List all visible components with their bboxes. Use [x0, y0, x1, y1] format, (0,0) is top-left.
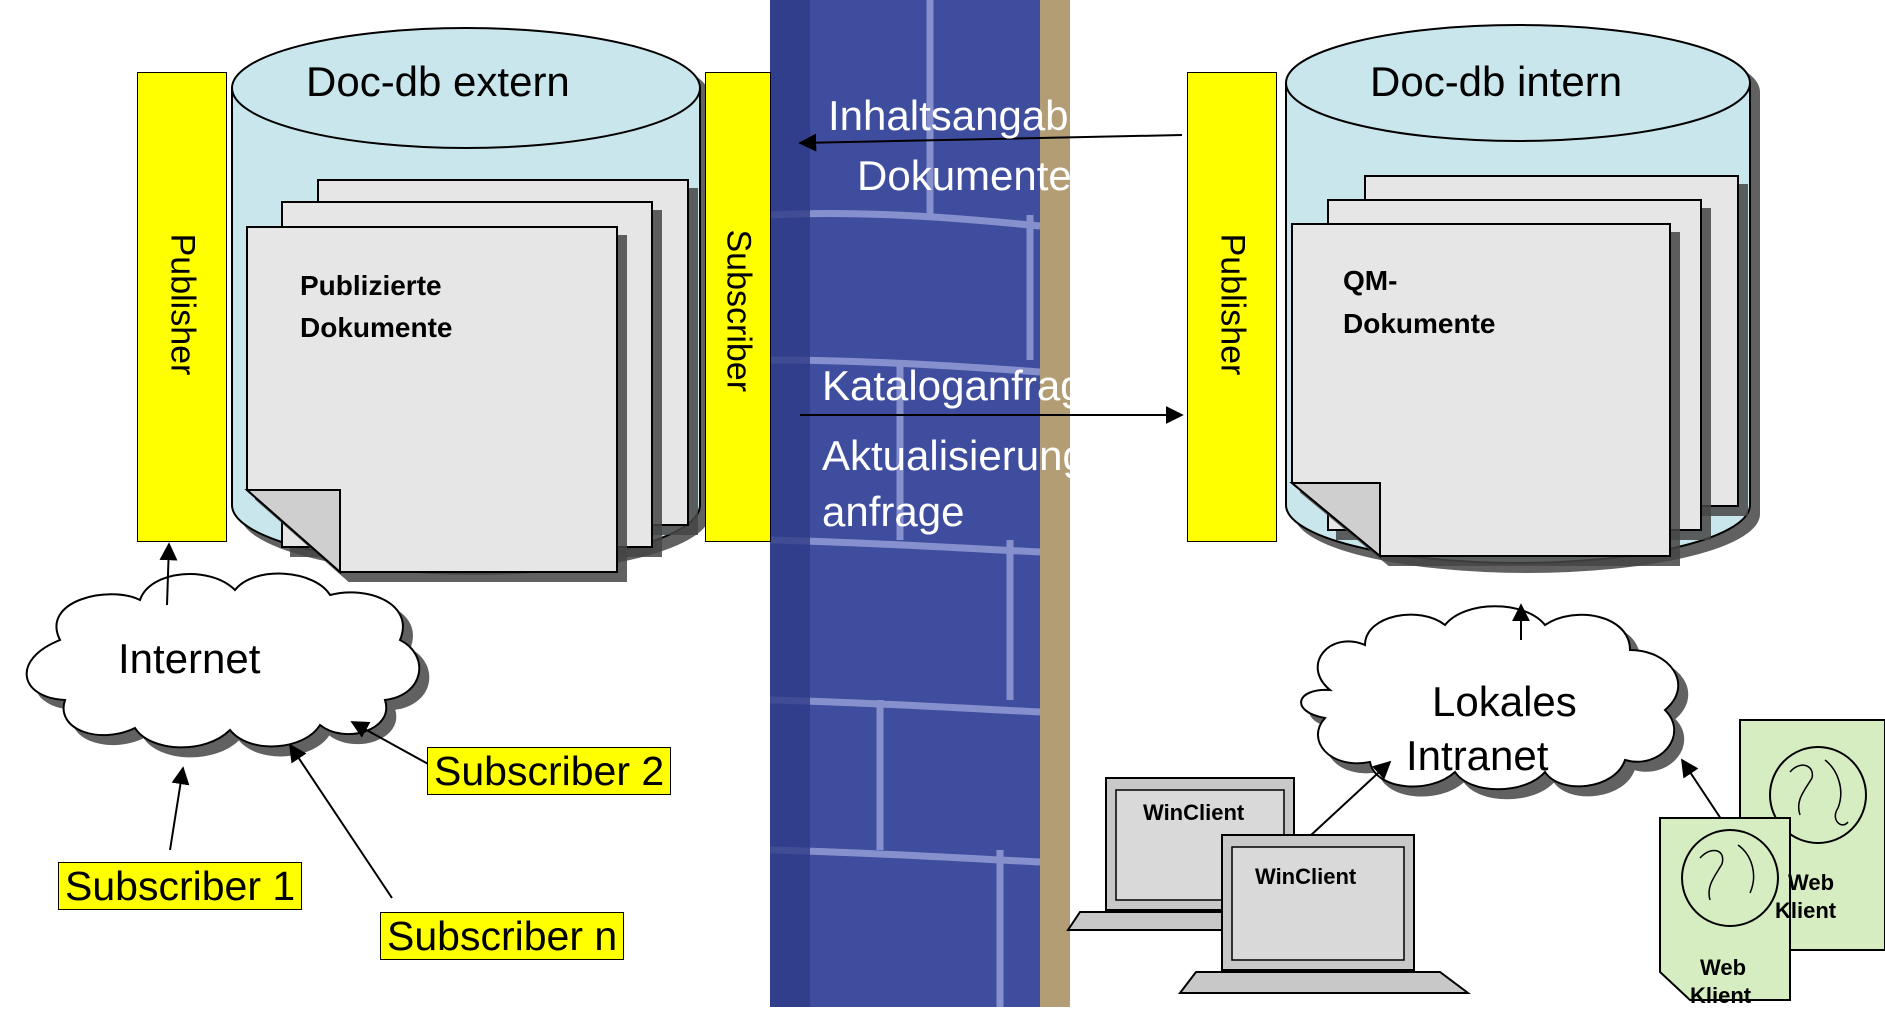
subscriber-bar-extern: [705, 72, 771, 542]
winclient-2-label: WinClient: [1255, 864, 1357, 889]
intranet-label-line2: Intranet: [1406, 732, 1549, 779]
internet-cloud: [25, 572, 421, 749]
firewall-text-inhaltsangaben: Inhaltsangaben: [828, 92, 1116, 139]
firewall-text-anfrage: anfrage: [822, 488, 965, 535]
db-intern-docs-line1: QM-: [1343, 265, 1398, 296]
firewall-text-dokumente: Dokumente: [857, 152, 1072, 199]
arrow-sub1-internet: [169, 766, 190, 851]
subscriber-1-box: Subscriber 1: [58, 862, 303, 910]
webclient-2-label-line2: Klient: [1690, 983, 1752, 1008]
webclient-2-label-line1: Web: [1700, 955, 1747, 980]
arrow-sub2-internet: [350, 721, 431, 766]
db-extern-docs-line1: Publizierte: [300, 270, 442, 301]
db-intern-title: Doc-db intern: [1370, 58, 1623, 105]
arrow-winclient-intranet: [1309, 760, 1392, 837]
arrow-inhaltsangaben: [798, 133, 1183, 152]
doc-stack-extern: [244, 179, 689, 575]
globe-icon: [1769, 746, 1867, 844]
webclient-1-label-line2: Klient: [1775, 898, 1837, 923]
intranet-label-line1: Lokales: [1432, 678, 1577, 725]
db-extern-title: Doc-db extern: [306, 58, 570, 105]
subscriber-2-box: Subscriber 2: [427, 747, 672, 795]
globe-icon: [1681, 829, 1779, 927]
webclient-page-2: [1659, 817, 1791, 1001]
publisher-bar-extern: [137, 72, 227, 542]
winclient-laptop-2: [1177, 834, 1471, 994]
webclient-1-label-line1: Web: [1788, 870, 1835, 895]
db-intern-docs-line2: Dokumente: [1343, 308, 1496, 339]
publisher-label-extern: Publisher: [163, 233, 202, 376]
doc-stack-intern: [1289, 175, 1739, 559]
publisher-label-intern: Publisher: [1213, 233, 1252, 376]
firewall-text-kataloganfrage: Kataloganfrage: [822, 362, 1107, 409]
internet-label: Internet: [118, 635, 261, 682]
db-extern-docs-line2: Dokumente: [300, 312, 453, 343]
firewall-text-aktualisierung: Aktualisierungs-: [822, 432, 1121, 479]
arrow-internet-publisher: [159, 542, 178, 606]
intranet-cloud: [1300, 605, 1680, 791]
winclient-1-label: WinClient: [1143, 800, 1245, 825]
arrow-subn-internet: [289, 743, 393, 899]
firewall-wall: [769, 0, 1070, 1007]
subscriber-n-box: Subscriber n: [380, 912, 625, 960]
publisher-bar-intern: [1187, 72, 1277, 542]
subscriber-label-extern: Subscriber: [719, 229, 758, 393]
